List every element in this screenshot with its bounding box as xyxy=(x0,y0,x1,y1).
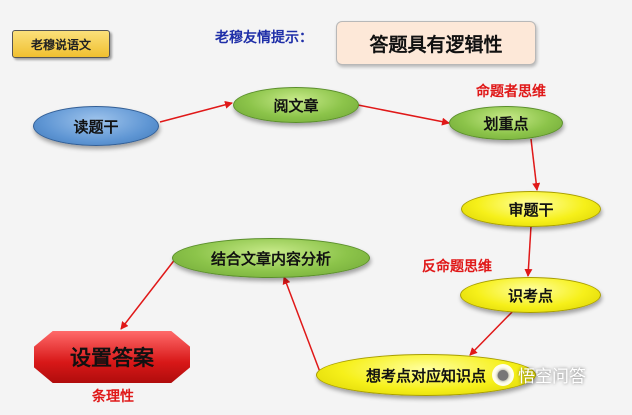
brand-badge: 老穆说语文 xyxy=(12,30,110,58)
node-set-answer: 设置答案 xyxy=(34,331,190,383)
annotation-logic: 条理性 xyxy=(92,389,134,405)
annotation-setter-thinking: 命题者思维 xyxy=(476,84,546,100)
node-read-stem: 读题干 xyxy=(33,106,159,146)
node-mark-points: 划重点 xyxy=(449,106,563,140)
watermark: ● 悟空问答 xyxy=(492,362,586,387)
arrow-read-stem-to-read-text xyxy=(159,100,233,123)
arrow-combine-to-answer xyxy=(120,257,177,330)
node-think-knowledge: 想考点对应知识点 xyxy=(316,354,536,396)
watermark-text: 悟空问答 xyxy=(518,367,586,387)
chat-bubble-icon: ● xyxy=(492,363,514,386)
arrow-read-text-to-mark xyxy=(357,104,450,126)
hint-label: 老穆友情提示： xyxy=(215,30,313,46)
node-combine-analysis: 结合文章内容分析 xyxy=(172,238,370,278)
arrow-mark-to-review xyxy=(530,138,541,191)
node-read-text: 阅文章 xyxy=(233,87,359,123)
node-identify-points: 识考点 xyxy=(460,277,601,313)
hint-box: 答题具有逻辑性 xyxy=(336,21,536,65)
arrow-identify-to-think xyxy=(469,309,515,356)
node-review-stem: 审题干 xyxy=(461,191,601,227)
arrow-review-to-identify xyxy=(524,225,533,277)
annotation-counter-thinking: 反命题思维 xyxy=(422,259,492,275)
arrow-think-to-combine xyxy=(282,276,321,373)
